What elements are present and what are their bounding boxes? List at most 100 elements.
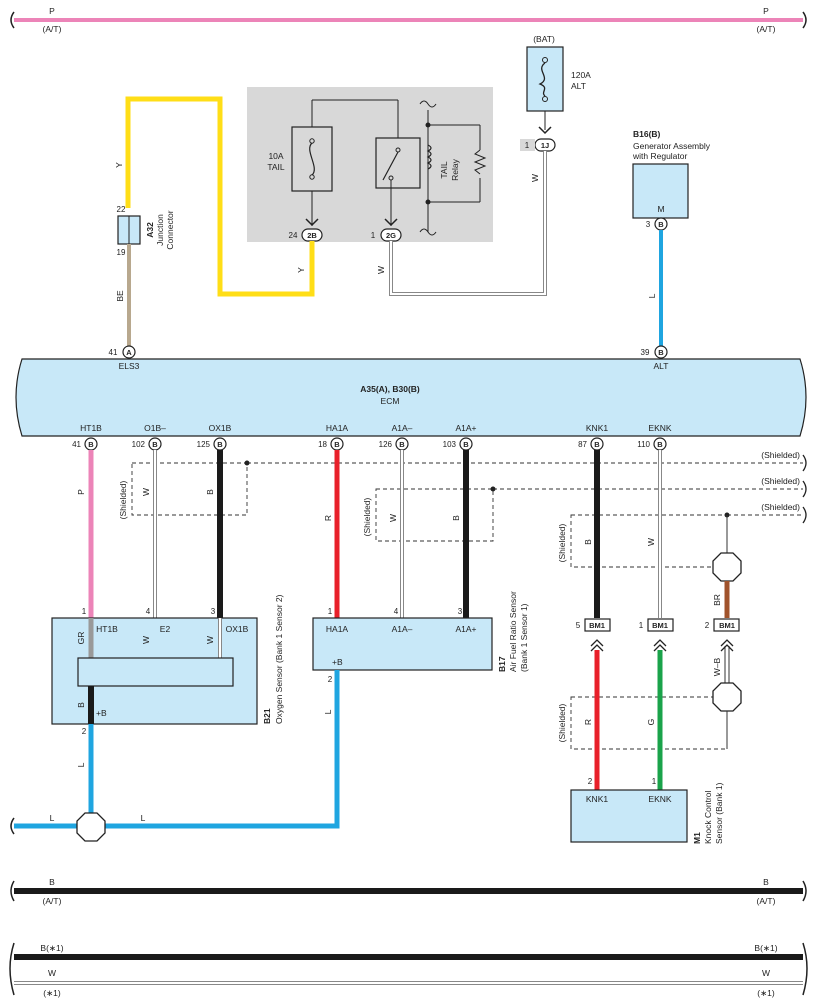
ecm: A35(A), B30(B) ECM A 41 ELS3 B 39 ALT HT… xyxy=(15,345,807,451)
wire-l-heater: L L L L xyxy=(10,670,340,842)
af-id: B17 xyxy=(497,656,507,672)
connector-2b-num: 24 xyxy=(289,231,298,240)
wire-b-heat-label: B xyxy=(76,702,86,708)
relay-box: 10A TAIL TAIL Relay 2B 24 2G 1 xyxy=(247,87,493,242)
resistor-icon xyxy=(473,149,487,175)
a32-pin-bot: 19 xyxy=(117,248,126,257)
bus-b1-label-left: B(∗1) xyxy=(40,943,63,953)
ecm-pin-num-0: 41 xyxy=(72,440,81,449)
a32-name2: Connector xyxy=(165,210,175,249)
sensor-wires: P W B R W B B W BR W–B xyxy=(76,450,742,749)
knock-name: Knock Control xyxy=(703,791,713,844)
generator-terminal: M xyxy=(657,204,664,214)
wire-gr-label: GR xyxy=(76,632,86,645)
wire-w-eknk-label: W xyxy=(646,538,656,546)
connector-1j: 1J xyxy=(541,141,549,150)
ecm-term-1: O1B– xyxy=(144,423,166,433)
af-plusb: +B xyxy=(332,657,343,667)
connector-1j-num: 1 xyxy=(525,141,530,150)
ecm-pin-letter-3: B xyxy=(334,440,340,449)
bus-b-sub-left: (A/T) xyxy=(43,896,62,906)
bm1-connectors: BM1 5 BM1 1 BM1 2 R G xyxy=(576,618,740,790)
tail-fuse-name: TAIL xyxy=(267,162,285,172)
bus-p-label-right: P xyxy=(763,6,769,16)
knock-name2: Sensor (Bank 1) xyxy=(714,782,724,844)
knock-id: M1 xyxy=(692,832,702,844)
alt-fuse-amp: 120A xyxy=(571,70,591,80)
wire-be-label: BE xyxy=(115,290,125,302)
wire-l-h2-label: L xyxy=(141,813,146,823)
bus-w-sub-left: (∗1) xyxy=(43,988,61,998)
splice-octagon-top xyxy=(712,552,742,582)
wire-w-o1b-label: W xyxy=(141,488,151,496)
ecm-term-0: HT1B xyxy=(80,423,102,433)
bus-b1-label-right: B(∗1) xyxy=(754,943,777,953)
wire-b-knk-label: B xyxy=(583,539,593,545)
bus-b-sub-right: (A/T) xyxy=(757,896,776,906)
ecm-pin-letter-2: B xyxy=(217,440,223,449)
wire-w-label-2: W xyxy=(530,174,540,182)
bus-p-at: P (A/T) P (A/T) xyxy=(10,6,807,34)
bus-w-label-left: W xyxy=(48,968,56,978)
shielded-label-2: (Shielded) xyxy=(761,476,800,486)
ecm-pin-num-7: 110 xyxy=(637,440,650,449)
fuse-120a-icon xyxy=(538,62,546,97)
af-t1: HA1A xyxy=(326,624,349,634)
bus-p-sub-left: (A/T) xyxy=(43,24,62,34)
wire-wb-label: W–B xyxy=(712,657,722,676)
shielded-label-1: (Shielded) xyxy=(761,450,800,460)
bus-b-label-right: B xyxy=(763,877,769,887)
bm1-label-1: BM1 xyxy=(589,621,605,630)
o2-p2: 2 xyxy=(82,727,87,736)
wire-br-label: BR xyxy=(712,594,722,606)
bus-w-sub-right: (∗1) xyxy=(757,988,775,998)
ecm-pin-alt: B xyxy=(658,348,664,357)
wire-b-ox1b-label: B xyxy=(205,489,215,495)
shielded-label-knock: (Shielded) xyxy=(557,523,567,562)
a32-pin-top: 22 xyxy=(117,205,126,214)
ecm-term-3: HA1A xyxy=(326,423,349,433)
ecm-pin-num-2: 125 xyxy=(197,440,211,449)
generator-name2: with Regulator xyxy=(632,151,688,161)
ecm-pin-els3: A xyxy=(126,348,132,357)
af-sensor-b17: 1 4 3 HA1A A1A– A1A+ +B 2 B17 Air Fuel R… xyxy=(312,591,529,684)
ecm-pin-num-4: 126 xyxy=(379,440,393,449)
o2-t3: OX1B xyxy=(226,624,249,634)
bm1-n2: 2 xyxy=(705,621,710,630)
ecm-pin-num-3: 18 xyxy=(318,440,327,449)
o2-w-ox: W xyxy=(205,636,215,644)
ecm-term-2: OX1B xyxy=(209,423,232,433)
knock-t2: EKNK xyxy=(648,794,671,804)
wire-b-a1a-label: B xyxy=(451,515,461,521)
af-t4: A1A– xyxy=(392,624,413,634)
oxygen-sensor-b21: 1 4 3 HT1B E2 OX1B GR W W B +B 2 B21 Oxy… xyxy=(51,594,284,736)
wire-be: BE xyxy=(115,244,131,347)
shielded-label-o2: (Shielded) xyxy=(118,480,128,519)
bus-b-at: B (A/T) B (A/T) xyxy=(10,877,807,906)
ecm-term-els3: ELS3 xyxy=(119,361,140,371)
af-name: Air Fuel Ratio Sensor xyxy=(508,591,518,672)
wire-y-label-1: Y xyxy=(114,162,124,168)
ecm-pin-letter-6: B xyxy=(594,440,600,449)
ecm-id: A35(A), B30(B) xyxy=(360,384,420,394)
alt-fuse: (BAT) 120A ALT 1J 1 xyxy=(520,34,591,152)
af-p1: 1 xyxy=(328,607,333,616)
ecm-term-7: EKNK xyxy=(648,423,671,433)
tail-relay-sub: Relay xyxy=(450,158,460,180)
knock-p2: 2 xyxy=(588,777,593,786)
generator-pin: B xyxy=(658,220,664,229)
a32-name: Junction xyxy=(155,214,165,246)
af-name2: (Bank 1 Sensor 1) xyxy=(519,603,529,672)
connector-2g: 2G xyxy=(386,231,396,240)
o2-w-e2: W xyxy=(141,636,151,644)
junction-connector-a32: 22 19 A32 Junction Connector xyxy=(117,205,175,257)
af-p3: 3 xyxy=(458,607,463,616)
wire-l-h1-label: L xyxy=(50,813,55,823)
bm1-n1: 1 xyxy=(639,621,644,630)
wire-r-knk-label: R xyxy=(583,719,593,725)
o2-p4: 4 xyxy=(146,607,151,616)
alt-fuse-name: ALT xyxy=(571,81,586,91)
bus-p-sub-right: (A/T) xyxy=(757,24,776,34)
o2-name: Oxygen Sensor (Bank 1 Sensor 2) xyxy=(274,594,284,724)
